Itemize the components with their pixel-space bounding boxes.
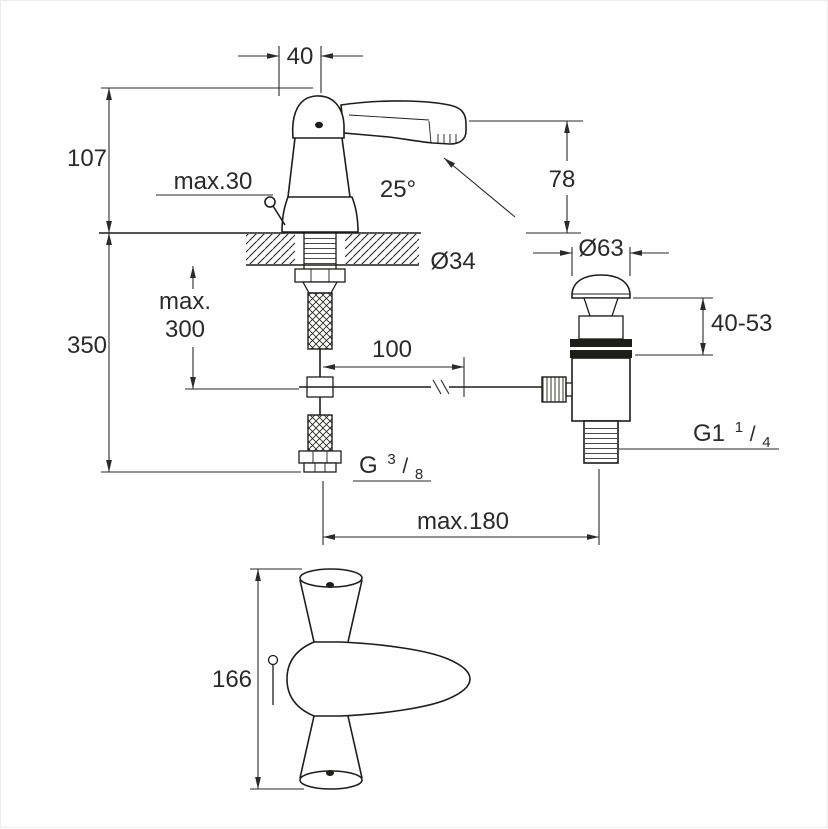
hose-collar — [301, 281, 339, 294]
dim-label-40-53: 40-53 — [711, 310, 772, 337]
threaded-shank — [303, 233, 337, 269]
indicator-dot-bottom — [326, 770, 334, 776]
dim-total-depth — [101, 233, 301, 473]
dim-label-300: 300 — [165, 316, 205, 343]
waste-seal-ring-1 — [570, 339, 632, 347]
waste-flange-cap — [571, 274, 631, 299]
popup-pull-knob — [264, 196, 276, 208]
faucet-front-view — [264, 95, 467, 233]
dim-label-25deg: 25° — [380, 176, 416, 203]
rod-joint-stub — [565, 382, 573, 397]
handle-dome — [291, 95, 345, 139]
dim-label-max: max. — [159, 288, 211, 315]
dim-label-100: 100 — [372, 336, 412, 363]
waste-lower-body — [571, 357, 631, 422]
dim-label-d34: Ø34 — [430, 248, 475, 275]
waste-tailpiece — [583, 420, 619, 464]
dim-max-spread — [322, 469, 600, 545]
dim-body-height — [101, 87, 313, 233]
dim-max-hose-length — [185, 266, 299, 390]
plan-popup-knob — [267, 654, 279, 705]
hose-union-nut — [298, 450, 342, 473]
waste-seal-ring-2 — [570, 350, 632, 358]
thread-label-g1-14: G1 1 / 4 — [693, 411, 771, 451]
dim-label-d63: Ø63 — [578, 235, 623, 262]
dim-rod-offset — [323, 357, 465, 397]
flex-hose-upper — [307, 292, 333, 350]
mounting-deck-section — [99, 232, 421, 266]
underdeck-assembly — [294, 233, 542, 473]
dim-plan-height — [250, 568, 304, 790]
dim-label-max30: max.30 — [174, 168, 253, 195]
aerator-outlet — [437, 134, 457, 143]
popup-rod — [299, 379, 542, 395]
plan-handle-top — [299, 568, 363, 643]
plan-body-spout — [286, 641, 471, 717]
faucet-base — [281, 196, 359, 233]
knurled-joint-nut — [541, 376, 567, 403]
dim-label-107: 107 — [67, 145, 107, 172]
plan-handle-bottom — [299, 715, 363, 790]
thread-label-g-38: G 3 / 8 — [359, 443, 423, 483]
dim-label-max180: max.180 — [417, 508, 509, 535]
dim-label-40: 40 — [287, 43, 314, 70]
mounting-nut — [294, 268, 346, 283]
popup-waste — [541, 274, 632, 464]
dim-label-166: 166 — [212, 666, 252, 693]
temperature-indicator-dot — [315, 121, 323, 129]
dim-spout-height — [469, 120, 583, 234]
waste-stem — [583, 297, 619, 317]
dim-waste-deck-range — [633, 297, 713, 356]
indicator-dot-top — [326, 582, 334, 588]
flex-hose-lower — [307, 414, 333, 452]
faucet-plan-view — [267, 568, 471, 790]
waste-upper-body — [578, 315, 624, 340]
dim-label-350: 350 — [67, 332, 107, 359]
dim-label-78: 78 — [549, 166, 576, 193]
lever-spout — [340, 100, 467, 145]
dim-waste-flange — [533, 247, 669, 276]
